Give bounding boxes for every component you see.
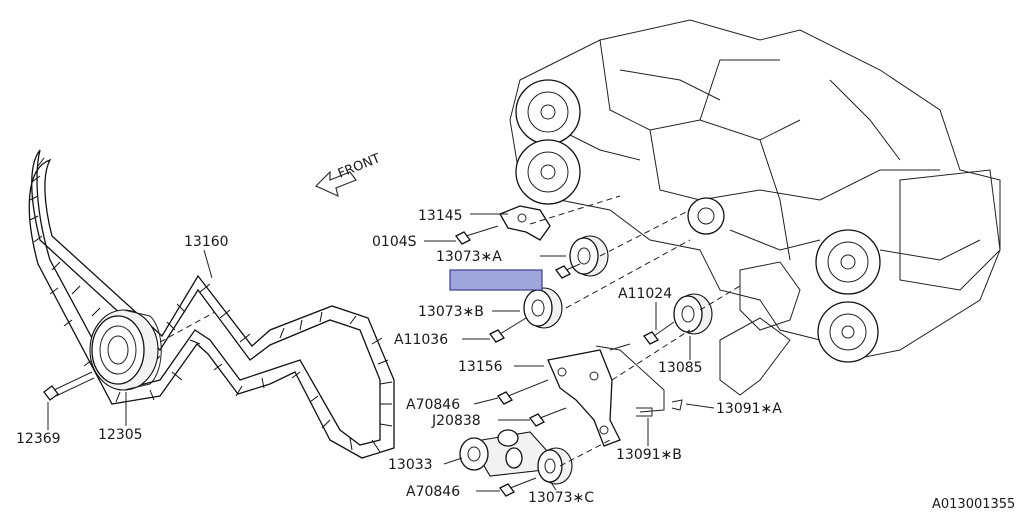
callout-0104S[interactable]: 0104S	[372, 234, 417, 250]
tensioner-bracket-13156	[547, 343, 665, 447]
front-label: FRONT	[336, 151, 383, 182]
tensioner-bracket-13145	[499, 205, 551, 241]
bolt-A70846-upper	[497, 379, 549, 405]
callout-labels: 13160 13145 0104S 13073∗A 13073∗B A11036…	[16, 208, 782, 506]
callout-13160[interactable]: 13160	[184, 234, 229, 250]
callout-13033[interactable]: 13033	[388, 457, 433, 473]
front-arrow: FRONT	[314, 151, 383, 198]
callout-A11024[interactable]: A11024	[618, 286, 672, 302]
leader-lines	[47, 213, 715, 492]
callout-12305[interactable]: 12305	[98, 427, 143, 443]
crank-pulley-12305	[89, 309, 162, 391]
bolt-A11036	[489, 317, 527, 343]
callout-A11036[interactable]: A11036	[394, 332, 448, 348]
highlighted-callout-box[interactable]	[449, 269, 543, 291]
idler-13073B	[523, 287, 563, 329]
callout-13091B[interactable]: 13091∗B	[616, 447, 682, 463]
diagram-id: A013001355	[932, 497, 1015, 512]
callout-J20838[interactable]: J20838	[431, 413, 481, 429]
callout-A70846-upper[interactable]: A70846	[406, 397, 460, 413]
callout-13073A[interactable]: 13073∗A	[436, 249, 502, 265]
assembly-dash-lines	[159, 195, 741, 467]
bolt-A11024	[643, 321, 675, 345]
callout-13156[interactable]: 13156	[458, 359, 503, 375]
bolt-12369	[43, 371, 95, 401]
idler-13073A	[569, 235, 609, 277]
callout-13073C[interactable]: 13073∗C	[528, 490, 594, 506]
engine-block-drawing	[509, 19, 1001, 396]
timing-belt-13160	[28, 149, 395, 459]
callout-12369[interactable]: 12369	[16, 431, 61, 447]
callout-A70846-lower[interactable]: A70846	[406, 484, 460, 500]
bolt-A70846-lower	[499, 477, 537, 497]
callout-13085[interactable]: 13085	[658, 360, 703, 376]
bolt-0104S	[455, 225, 499, 245]
callout-13145[interactable]: 13145	[418, 208, 463, 224]
bolt-J20838	[529, 407, 567, 427]
idler-13085	[673, 293, 713, 335]
callout-13091A[interactable]: 13091∗A	[716, 401, 782, 417]
callout-13073B[interactable]: 13073∗B	[418, 304, 484, 320]
bolt-highlighted	[555, 263, 581, 279]
clip-13091A	[671, 399, 683, 411]
tensioner-13033	[459, 429, 549, 477]
idler-13073C	[537, 447, 573, 485]
clip-13091B	[636, 407, 653, 417]
